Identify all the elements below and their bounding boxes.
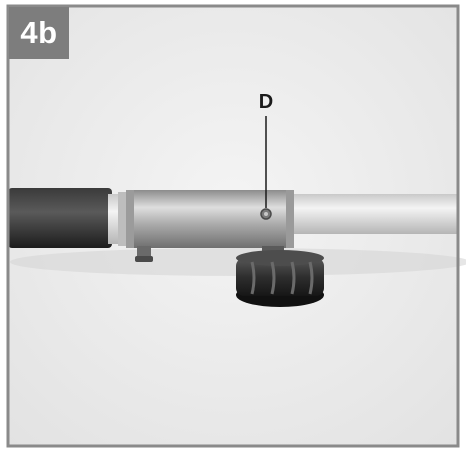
aluminium-tube <box>286 194 458 234</box>
callout-label-d: D <box>258 91 274 113</box>
clamp-sleeve <box>126 190 294 248</box>
step-badge: 4b <box>9 7 69 59</box>
locking-knob <box>236 250 324 307</box>
figure-border <box>6 4 460 448</box>
foam-grip <box>8 188 112 248</box>
